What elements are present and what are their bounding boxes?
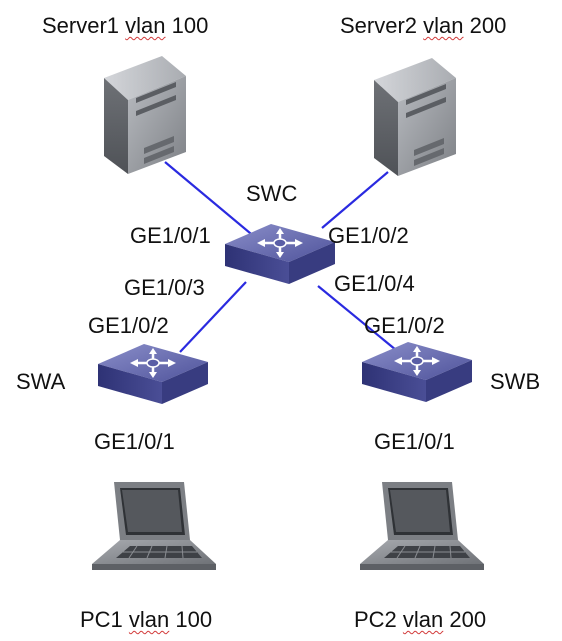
swb-switch-icon bbox=[360, 340, 474, 404]
link-swc-swb bbox=[317, 285, 397, 351]
swc-switch-icon bbox=[223, 222, 337, 286]
swb-label: SWB bbox=[490, 369, 541, 394]
server2-vlan-id: 200 bbox=[469, 13, 507, 38]
server2-name: Server2 bbox=[340, 13, 418, 38]
pc1-vlan-word: vlan bbox=[128, 607, 170, 632]
server1-label: Server1 vlan 100 bbox=[42, 14, 208, 38]
port-label-swc-ge1-0-1: GE1/0/1 bbox=[130, 223, 211, 248]
pc2-vlan-id: 200 bbox=[449, 607, 487, 632]
server1-name: Server1 bbox=[42, 13, 120, 38]
port-label-swc-ge1-0-4: GE1/0/4 bbox=[334, 271, 415, 296]
pc2-name: PC2 bbox=[354, 607, 397, 632]
pc1-laptop-icon bbox=[91, 481, 217, 571]
server1-vlan-id: 100 bbox=[171, 13, 209, 38]
pc2-label: PC2 vlan 200 bbox=[354, 608, 486, 632]
port-label-swb-ge1-0-2: GE1/0/2 bbox=[364, 313, 445, 338]
swc-label: SWC bbox=[246, 181, 298, 206]
swa-switch-icon bbox=[96, 342, 210, 406]
link-swc-swa bbox=[179, 281, 247, 353]
pc2-laptop-icon bbox=[359, 481, 485, 571]
swa-label: SWA bbox=[16, 369, 66, 394]
link-server2-swc bbox=[321, 171, 389, 229]
pc2-vlan-word: vlan bbox=[402, 607, 444, 632]
port-label-swa-ge1-0-1: GE1/0/1 bbox=[94, 429, 175, 454]
pc1-name: PC1 bbox=[80, 607, 123, 632]
port-label-swc-ge1-0-3: GE1/0/3 bbox=[124, 275, 205, 300]
pc1-vlan-id: 100 bbox=[175, 607, 213, 632]
server2-label: Server2 vlan 200 bbox=[340, 14, 506, 38]
server2-icon bbox=[374, 58, 456, 176]
server1-vlan-word: vlan bbox=[125, 13, 166, 38]
link-server1-swc bbox=[164, 161, 263, 244]
server1-icon bbox=[104, 56, 186, 174]
pc1-label: PC1 vlan 100 bbox=[80, 608, 212, 632]
server2-vlan-word: vlan bbox=[423, 13, 464, 38]
port-label-swa-ge1-0-2: GE1/0/2 bbox=[88, 313, 169, 338]
port-label-swb-ge1-0-1: GE1/0/1 bbox=[374, 429, 455, 454]
port-label-swc-ge1-0-2: GE1/0/2 bbox=[328, 223, 409, 248]
